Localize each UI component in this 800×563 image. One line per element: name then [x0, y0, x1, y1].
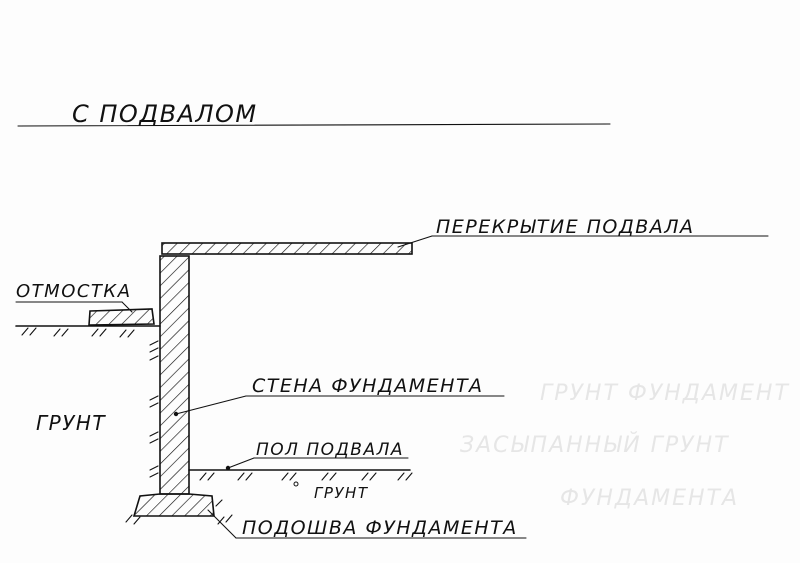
bleed-through-text: ГРУНТ ФУНДАМЕНТ ЗАСЫПАННЫЙ ГРУНТ ФУНДАМЕ…	[460, 381, 790, 511]
footing-leader	[207, 509, 237, 539]
footing-ground-hatch	[125, 499, 233, 525]
foundation-wall	[159, 255, 190, 495]
svg-text:ГРУНТ ФУНДАМЕНТ: ГРУНТ ФУНДАМЕНТ	[540, 381, 790, 406]
soil-left-label: ГРУНТ	[36, 411, 106, 435]
footing-label: ПОДОШВА ФУНДАМЕНТА	[242, 517, 518, 539]
basement-floor-label: ПОЛ ПОДВАЛА	[256, 440, 404, 460]
diagram-title: С ПОДВАЛОМ	[72, 100, 258, 128]
floor-leader	[227, 457, 255, 469]
basement-slab	[161, 242, 413, 255]
soil-marker	[293, 481, 299, 487]
slab-label: ПЕРЕКРЫТИЕ ПОДВАЛА	[436, 216, 695, 238]
wall-label: СТЕНА ФУНДАМЕНТА	[252, 375, 484, 397]
svg-text:ЗАСЫПАННЫЙ ГРУНТ: ЗАСЫПАННЫЙ ГРУНТ	[460, 432, 730, 458]
soil-under-floor-label: ГРУНТ	[314, 484, 369, 502]
blind-area-leader	[121, 301, 133, 313]
blind-area	[88, 308, 155, 326]
title-underline	[17, 123, 611, 127]
blind-area-label: ОТМОСТКА	[16, 281, 132, 302]
basement-floor-hatch	[199, 472, 413, 481]
exterior-ground-hatch	[21, 327, 159, 478]
foundation-footing	[132, 493, 215, 517]
wall-leader	[175, 395, 247, 415]
svg-text:ФУНДАМЕНТА: ФУНДАМЕНТА	[560, 486, 739, 511]
slab-leader	[397, 235, 433, 248]
